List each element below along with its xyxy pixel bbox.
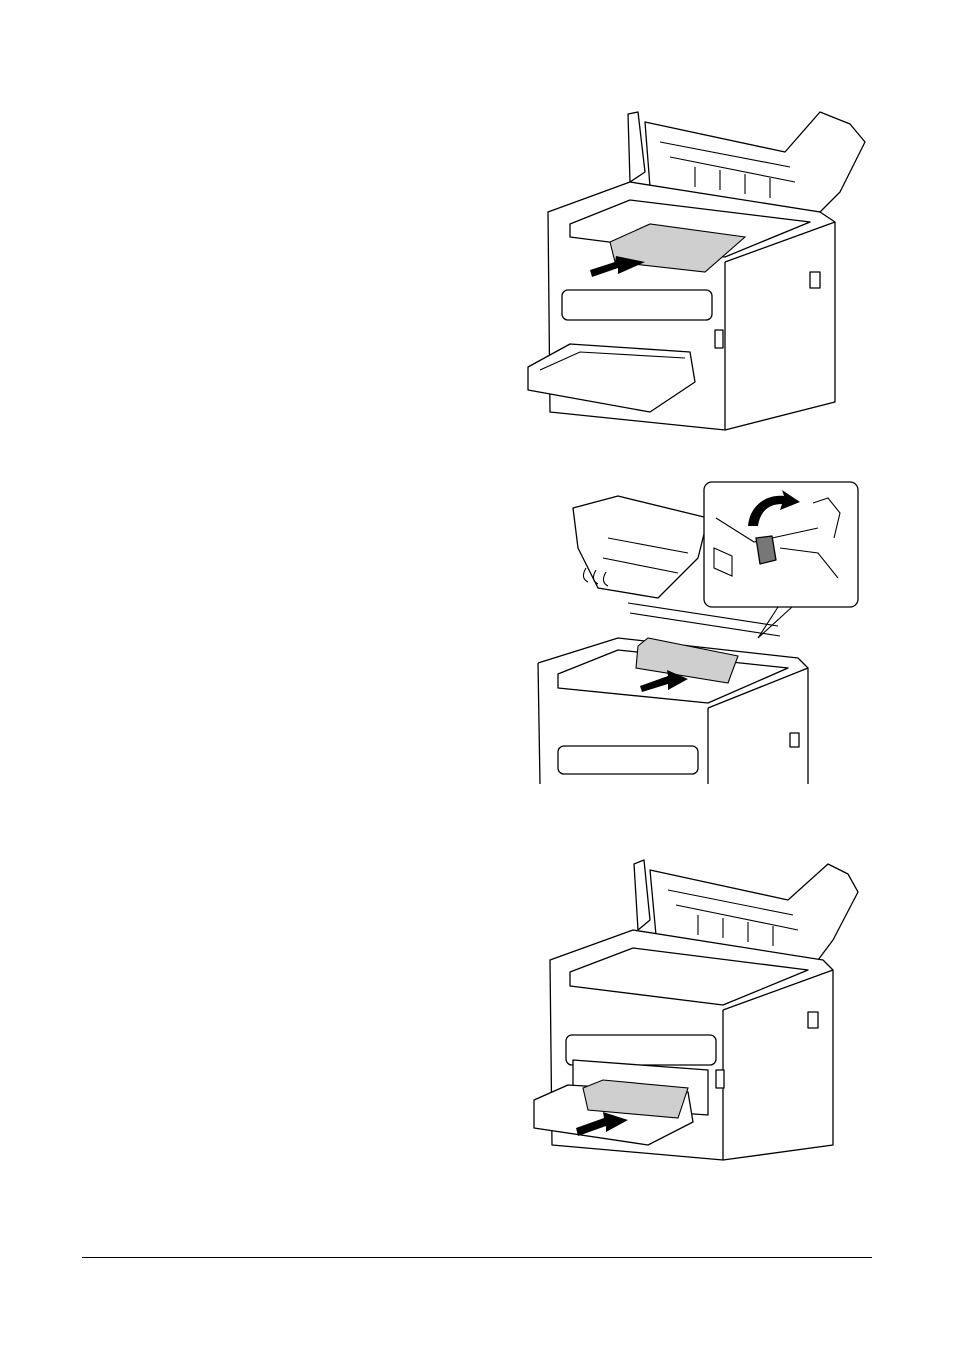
illustration-remove-paper-tray [528, 860, 862, 1165]
footer-rule [82, 1257, 872, 1258]
printer-drawing-1 [520, 112, 865, 432]
printer-drawing-2 [528, 478, 862, 784]
printer-drawing-3 [528, 860, 862, 1165]
illustration-remove-paper-top [520, 112, 865, 432]
illustration-remove-paper-fuser [528, 478, 862, 784]
